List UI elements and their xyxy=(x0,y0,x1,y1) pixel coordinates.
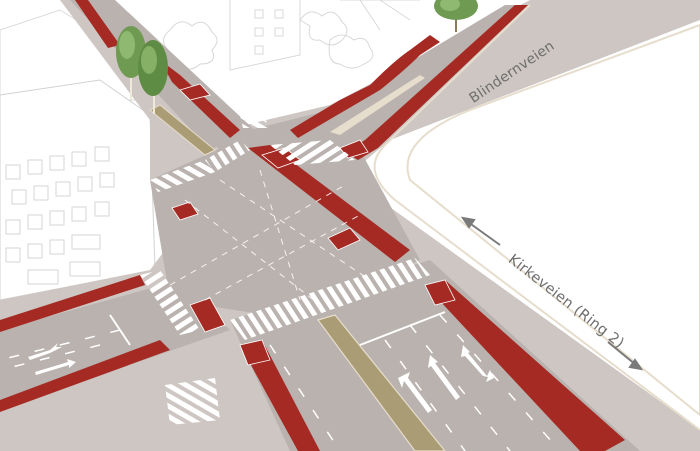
straight-right-arrow-icon xyxy=(461,345,494,382)
cycle-lanes xyxy=(0,0,625,451)
zebra-crossings xyxy=(140,115,430,425)
stop-line-west xyxy=(109,314,131,346)
arrow-down-right-icon xyxy=(607,341,637,366)
median-strip xyxy=(317,314,446,451)
left-turn-arrow-west-icon xyxy=(28,343,62,360)
lane-arrows-west xyxy=(28,343,76,375)
lane-dashes xyxy=(0,314,561,451)
background-buildings xyxy=(163,0,420,71)
left-turn-arrow-icon xyxy=(398,372,432,413)
median-strip-north xyxy=(149,104,216,156)
straight-arrow-west-icon xyxy=(35,359,76,375)
kirkeveien-direction-arrows xyxy=(460,216,644,371)
bike-boxes xyxy=(171,83,456,366)
tree-icon xyxy=(434,0,478,32)
kirkeveien-curb xyxy=(373,4,700,431)
guide-lines xyxy=(169,169,371,306)
arrow-up-left-icon xyxy=(467,221,501,246)
tree-icon xyxy=(138,40,168,114)
lane-arrows-south xyxy=(398,345,494,413)
trees xyxy=(116,0,478,114)
stop-line-south xyxy=(359,311,446,346)
straight-arrow-icon xyxy=(428,355,460,400)
median-strip-ne xyxy=(330,75,425,135)
corner-plaza xyxy=(406,23,700,417)
